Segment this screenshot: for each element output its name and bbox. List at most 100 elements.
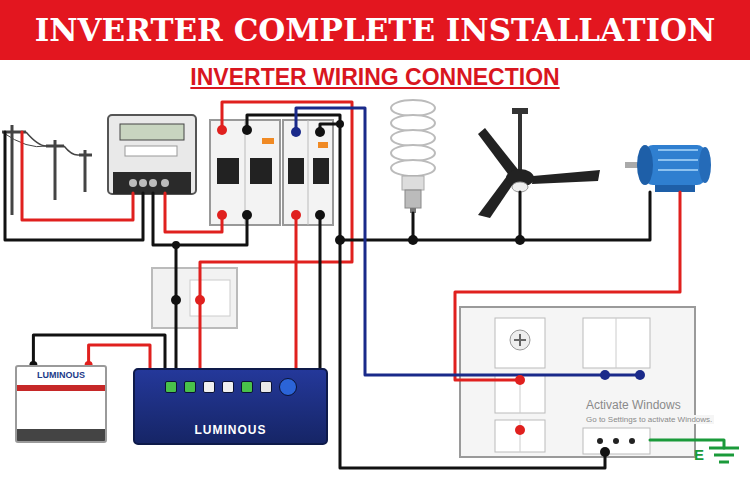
terminal-dot bbox=[515, 425, 525, 435]
earth-label: E bbox=[694, 446, 704, 463]
cfl-bulb bbox=[391, 100, 435, 116]
wire bbox=[519, 192, 522, 240]
mcb-breaker bbox=[245, 120, 246, 225]
switch-board bbox=[597, 438, 603, 444]
ceiling-fan bbox=[518, 110, 522, 170]
cfl-bulb bbox=[391, 145, 435, 161]
motor bbox=[658, 159, 698, 161]
wire bbox=[5, 132, 143, 240]
watermark: Activate Windows bbox=[584, 399, 683, 413]
terminal-dot bbox=[315, 127, 325, 137]
mcb-breaker bbox=[283, 120, 333, 225]
indicator-light bbox=[184, 381, 196, 393]
subtitle: INVERTER WIRING CONNECTION bbox=[0, 64, 750, 90]
terminal-dot bbox=[335, 235, 345, 245]
watermark: Go to Settings to activate Windows. bbox=[584, 415, 714, 424]
switch-board bbox=[583, 428, 650, 454]
cfl-bulb bbox=[405, 190, 421, 208]
switch-plate bbox=[152, 268, 237, 328]
indicator-light bbox=[260, 381, 272, 393]
power-poles bbox=[54, 140, 57, 200]
terminal-dot bbox=[242, 125, 252, 135]
mcb-breaker bbox=[250, 158, 272, 184]
terminal-dot bbox=[515, 375, 525, 385]
power-poles bbox=[46, 145, 64, 148]
switch-board bbox=[460, 307, 695, 457]
indicator-light bbox=[203, 381, 215, 393]
terminal-dot bbox=[291, 210, 301, 220]
terminal-dot bbox=[635, 370, 645, 380]
battery: LUMINOUS bbox=[15, 365, 107, 443]
wire bbox=[296, 108, 640, 375]
mcb-breaker bbox=[318, 142, 328, 148]
ceiling-fan bbox=[478, 108, 600, 218]
brand-label: LUMINOUS bbox=[17, 370, 105, 380]
switch-board bbox=[616, 318, 617, 368]
motor bbox=[658, 149, 698, 151]
power-poles bbox=[79, 154, 92, 157]
terminal-dot bbox=[291, 127, 301, 137]
earth-symbol bbox=[714, 454, 734, 457]
motor bbox=[637, 145, 653, 185]
energy-meter bbox=[120, 124, 184, 140]
switch-board bbox=[520, 420, 521, 452]
energy-meter bbox=[139, 179, 147, 187]
ceiling-fan bbox=[532, 170, 600, 184]
motor bbox=[699, 147, 711, 183]
power-button bbox=[279, 378, 297, 396]
mcb-breaker bbox=[313, 158, 329, 184]
terminal-dot bbox=[515, 235, 525, 245]
battery-cable bbox=[33, 335, 165, 368]
mcb-breaker bbox=[288, 158, 304, 184]
wire bbox=[200, 102, 352, 300]
switch-board bbox=[460, 307, 695, 457]
switch-board bbox=[495, 420, 545, 452]
energy-meter bbox=[149, 179, 157, 187]
switch-board bbox=[613, 438, 619, 444]
wire bbox=[455, 192, 680, 380]
terminal-dot bbox=[600, 370, 610, 380]
motor bbox=[645, 145, 705, 185]
wire bbox=[165, 193, 222, 232]
cfl-bulb bbox=[391, 115, 435, 131]
energy-meter bbox=[108, 115, 196, 194]
motor bbox=[658, 169, 698, 171]
mcb-breaker bbox=[308, 120, 309, 225]
brand-label: LUMINOUS bbox=[195, 423, 267, 437]
wire bbox=[340, 192, 650, 240]
terminal-dot bbox=[242, 210, 252, 220]
energy-meter bbox=[161, 179, 169, 187]
mcb-breaker bbox=[210, 120, 280, 225]
inverter-unit: LUMINOUS bbox=[133, 368, 328, 445]
terminal-dot bbox=[172, 241, 180, 249]
mcb-breaker bbox=[217, 158, 239, 184]
power-poles bbox=[2, 125, 92, 215]
mcb-breaker bbox=[210, 120, 333, 225]
wire bbox=[175, 300, 178, 368]
terminal-dot bbox=[171, 295, 181, 305]
wire bbox=[22, 132, 133, 220]
switch-plate bbox=[190, 280, 230, 316]
terminal-dot bbox=[336, 120, 344, 128]
switch-board bbox=[629, 438, 635, 444]
indicator-light bbox=[165, 381, 177, 393]
wire bbox=[153, 193, 247, 245]
cfl-bulb bbox=[391, 130, 435, 146]
indicator-light bbox=[241, 381, 253, 393]
energy-meter bbox=[125, 146, 177, 156]
page-title: INVERTER COMPLETE INSTALLATION bbox=[35, 12, 716, 48]
indicator-row bbox=[165, 378, 297, 396]
terminal-dot bbox=[600, 447, 610, 457]
switch-plate bbox=[152, 268, 237, 328]
switch-board bbox=[495, 318, 545, 368]
terminal-dot bbox=[408, 235, 418, 245]
wire bbox=[175, 245, 178, 300]
cfl-bulb bbox=[391, 160, 435, 176]
wire bbox=[5, 102, 724, 468]
wire bbox=[319, 215, 322, 368]
wire bbox=[199, 300, 202, 368]
wire bbox=[295, 215, 298, 368]
mcb-breaker bbox=[262, 138, 274, 144]
switch-board bbox=[519, 334, 521, 346]
terminal-dot bbox=[217, 210, 227, 220]
